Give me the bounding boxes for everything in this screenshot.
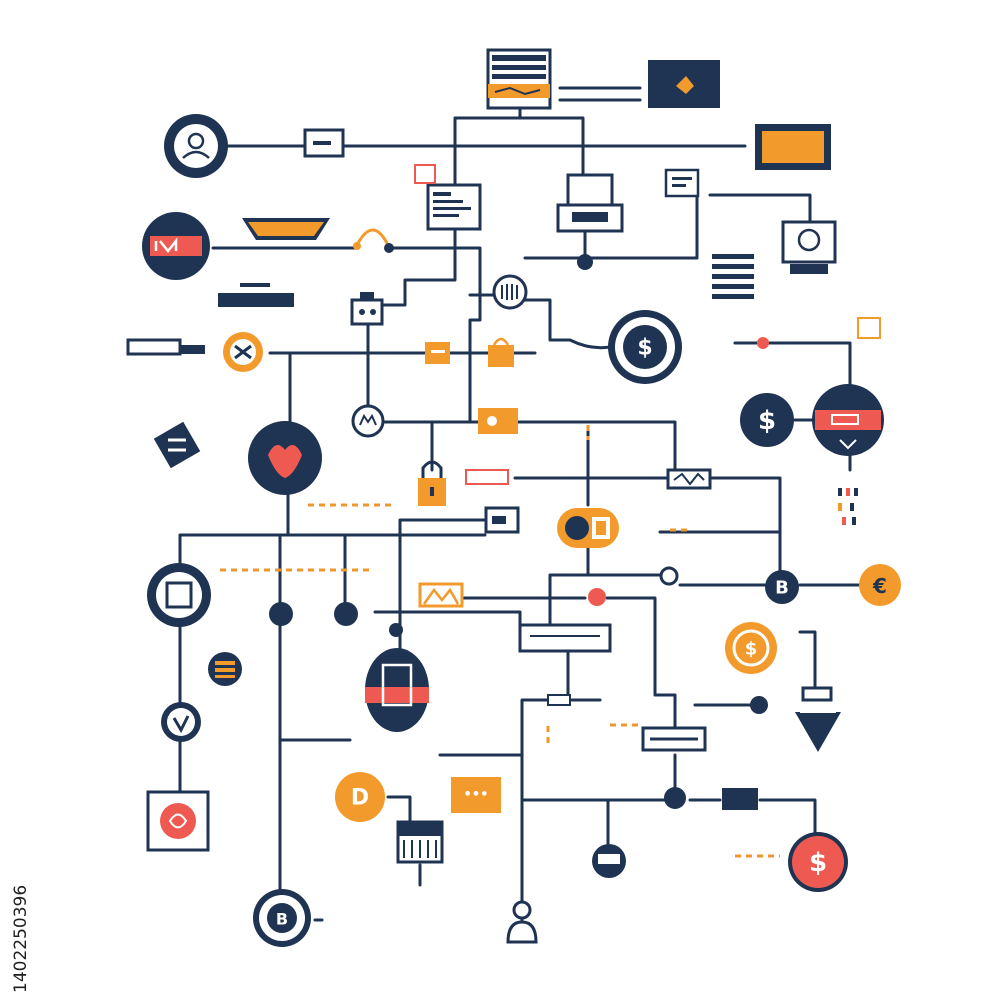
chat-bubble-icon[interactable]: ••• xyxy=(451,777,501,813)
switch-device-icon xyxy=(126,338,205,356)
dollar-coin-icon: $ xyxy=(740,393,794,447)
atm-badge xyxy=(812,384,884,456)
mail-badge xyxy=(142,212,210,280)
small-screen-icon xyxy=(664,168,700,198)
status-dot-red xyxy=(757,337,769,349)
mountain-chart-icon xyxy=(418,582,464,608)
server-list-icon xyxy=(712,254,754,299)
status-dot-navy xyxy=(750,696,768,714)
user-person-icon xyxy=(506,900,538,944)
bitcoin-coin-orange: D xyxy=(335,772,385,822)
document-icon xyxy=(414,164,482,231)
stock-id-text: 1402250396 xyxy=(11,885,31,993)
router-icon xyxy=(484,506,520,534)
funnel-icon xyxy=(795,686,841,752)
mobile-phone-badge xyxy=(365,648,429,732)
security-shield-badge xyxy=(248,421,322,495)
status-dot-red-center xyxy=(588,588,606,606)
connection-lines xyxy=(178,86,867,922)
euro-coin-orange: € xyxy=(859,564,901,606)
keyboard-panel-icon xyxy=(518,623,612,653)
dollar-coin-glyph: $ xyxy=(758,406,776,436)
printer-icon xyxy=(556,173,624,233)
checkmark-badge xyxy=(161,702,201,742)
arrow-node xyxy=(664,787,686,809)
plug-connector-icon xyxy=(577,254,593,270)
padlock-icon xyxy=(418,460,446,506)
target-gear-icon xyxy=(223,332,263,372)
bitcoin-coin-outline: B xyxy=(253,889,311,947)
dollar-coin-large-glyph: $ xyxy=(637,336,652,361)
webcam-icon xyxy=(781,220,837,274)
stock-id-watermark: 1402250396 xyxy=(11,885,31,993)
bitcoin-coin-orange-glyph: D xyxy=(351,786,369,811)
status-label-bar xyxy=(218,283,294,307)
dollar-coin-large: $ xyxy=(608,310,682,384)
dollar-coin-orange: $ xyxy=(725,622,777,674)
user-avatar-icon xyxy=(164,114,228,178)
headphones-icon xyxy=(353,228,394,253)
card-reader-icon xyxy=(303,128,345,158)
dollar-coin-red: $ xyxy=(788,832,848,892)
crown-node xyxy=(351,404,385,438)
truck-badge xyxy=(592,844,626,878)
small-pin-node xyxy=(389,566,679,637)
laptop-screen-icon xyxy=(755,124,831,170)
chip-icon xyxy=(147,563,211,627)
bitcoin-coin-navy-glyph: B xyxy=(775,578,789,599)
chat-bubble-dots: ••• xyxy=(464,788,489,803)
transfer-arrows-icon xyxy=(547,694,571,706)
tray-icon xyxy=(242,218,330,240)
bitcoin-coin-navy: B xyxy=(765,570,799,604)
cash-register-icon xyxy=(641,726,707,752)
node-b-small xyxy=(269,602,358,626)
bitcoin-coin-outline-glyph: B xyxy=(276,910,288,929)
shopping-bag-icon xyxy=(488,337,514,367)
dollar-coin-red-glyph: $ xyxy=(809,848,827,878)
server-rack-icon xyxy=(486,48,552,110)
burger-icon xyxy=(208,652,242,686)
side-small-marks xyxy=(838,488,858,525)
monitor-icon xyxy=(648,60,720,108)
chat-hash-icon xyxy=(153,421,201,469)
robot-icon xyxy=(350,292,384,326)
bitcoin-wallet-badge xyxy=(557,508,619,548)
warning-tag-icon xyxy=(465,469,509,485)
dollar-coin-orange-glyph: $ xyxy=(745,639,758,660)
fan-vent-icon xyxy=(492,274,528,310)
payment-card-icon xyxy=(478,408,518,434)
pulse-monitor-icon xyxy=(666,468,712,490)
mini-chart-icon xyxy=(857,317,881,339)
shredder-icon xyxy=(396,820,444,864)
euro-coin-glyph: € xyxy=(872,574,887,598)
label-chip xyxy=(722,788,758,810)
shield-leaf-icon xyxy=(146,790,210,852)
wallet-icon xyxy=(425,342,450,364)
